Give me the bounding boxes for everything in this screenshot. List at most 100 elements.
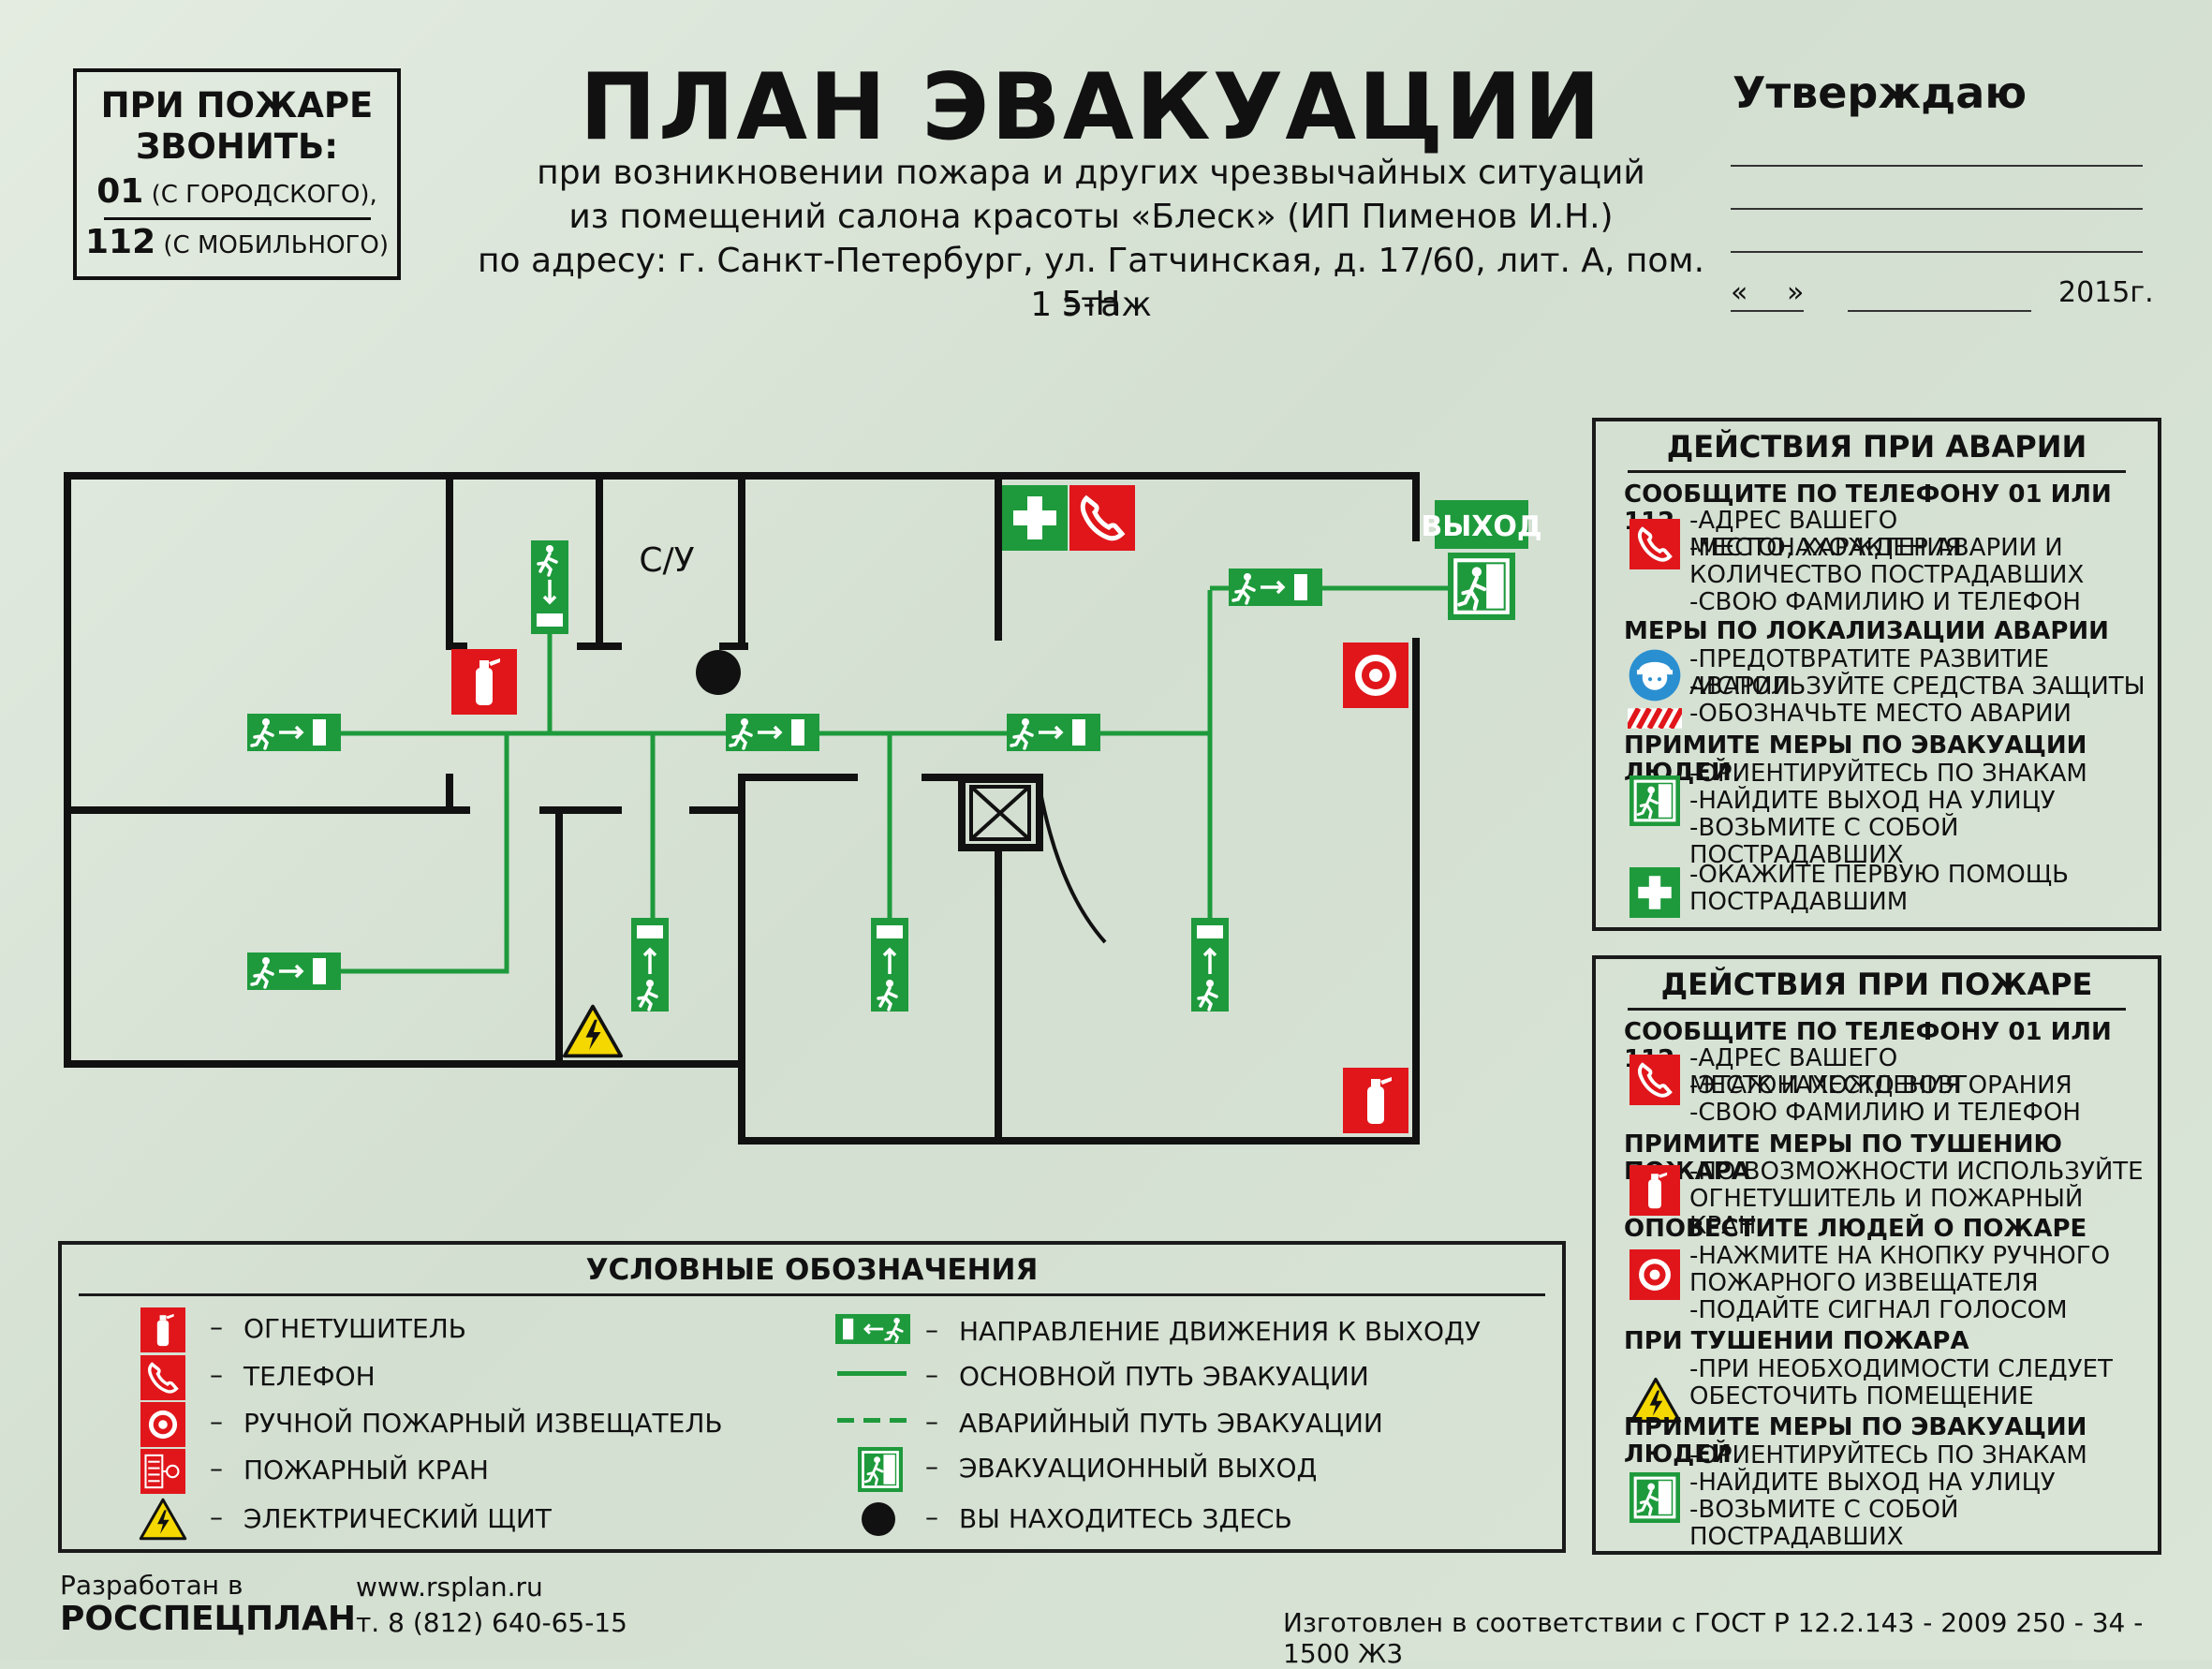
city-number-line: 01 (С ГОРОДСКОГО),	[77, 173, 397, 214]
fire-s5-line3: -ВОЗЬМИТЕ С СОБОЙ ПОСТРАДАВШИХ	[1689, 1496, 1959, 1551]
exit-label: ВЫХОД	[1421, 510, 1541, 543]
fire-s5-line2: -НАЙДИТЕ ВЫХОД НА УЛИЦУ	[1689, 1469, 2056, 1497]
floor-plan: ВЫХОД С/У	[64, 472, 1542, 1145]
phone-icon	[140, 1355, 185, 1400]
fire-hydrant-icon	[140, 1449, 185, 1494]
fire-alarm-icon	[1343, 642, 1408, 708]
fire-s3-heading: ОПОВЕСТИТЕ ЛЮДЕЙ О ПОЖАРЕ	[1624, 1215, 2087, 1243]
accident-panel-title: ДЕЙСТВИЯ ПРИ АВАРИИ	[1628, 427, 2126, 473]
fire-call-box: ПРИ ПОЖАРЕ ЗВОНИТЬ: 01 (С ГОРОДСКОГО), 1…	[73, 68, 401, 280]
fire-s4-line1: -ПРИ НЕОБХОДИМОСТИ СЛЕДУЕТ	[1689, 1355, 2113, 1383]
legend-dash: –	[210, 1311, 223, 1342]
phone-icon	[1069, 485, 1135, 551]
walls	[64, 472, 1420, 1145]
date-day-line	[1731, 310, 1804, 312]
legend-extinguisher: ОГНЕТУШИТЕЛЬ	[243, 1313, 466, 1344]
legend-electric: ЭЛЕКТРИЧЕСКИЙ ЩИТ	[243, 1503, 552, 1534]
direction-sign-up-3	[1189, 918, 1231, 1012]
door-swing	[1038, 786, 1107, 944]
legend-dash: –	[925, 1314, 938, 1345]
you-are-here-marker	[696, 650, 741, 695]
subtitle-line-1: при возникновении пожара и других чрезвы…	[537, 154, 1645, 192]
footer-phone: т. 8 (812) 640-65-15	[356, 1607, 627, 1638]
fire-s4-heading: ПРИ ТУШЕНИИ ПОЖАРА	[1624, 1327, 1969, 1355]
legend-dash: –	[210, 1501, 223, 1532]
accident-actions-panel: ДЕЙСТВИЯ ПРИ АВАРИИ СООБЩИТЕ ПО ТЕЛЕФОНУ…	[1592, 418, 2161, 931]
fire-s2-line1: -ПО ВОЗМОЖНОСТИ ИСПОЛЬЗУЙТЕ	[1689, 1158, 2144, 1186]
legend-you-are-here: ВЫ НАХОДИТЕСЬ ЗДЕСЬ	[959, 1503, 1292, 1534]
accident-s1-line3: КОЛИЧЕСТВО ПОСТРАДАВШИХ	[1689, 561, 2085, 589]
city-number: 01	[96, 172, 144, 211]
subtitle-floor: 1 этаж	[1030, 286, 1152, 324]
fire-s1-line2: -ЭТАЖ И МЕСТО ВОЗГОРАНИЯ	[1689, 1071, 2072, 1100]
direction-sign-up-1	[629, 918, 671, 1012]
accident-s2-line1: -ПРЕДОТВРАТИТЕ РАЗВИТИЕ АВАРИИ	[1689, 645, 2050, 701]
fire-s1-line1: -АДРЕС ВАШЕГО МЕСТОНАХОЖДЕНИЯ	[1689, 1044, 1962, 1100]
hazard-hatch-icon	[1628, 708, 1682, 729]
subtitle-line-2: из помещений салона красоты «Блеск» (ИП …	[568, 198, 1614, 236]
accident-s3-heading: ПРИМИТЕ МЕРЫ ПО ЭВАКУАЦИИ ЛЮДЕЙ	[1624, 731, 2087, 787]
accident-s4-line2: ПОСТРАДАВШИМ	[1689, 888, 1909, 916]
mobile-note: (С МОБИЛЬНОГО)	[163, 231, 390, 259]
legend-dash: –	[925, 1501, 938, 1532]
footer-website: www.rsplan.ru	[356, 1572, 543, 1603]
accident-s4-line1: -ОКАЖИТЕ ПЕРВУЮ ПОМОЩЬ	[1689, 861, 2069, 889]
city-note: (С ГОРОДСКОГО),	[151, 181, 377, 209]
legend-title: УСЛОВНЫЕ ОБОЗНАЧЕНИЯ	[79, 1250, 1545, 1296]
approve-line-3	[1731, 251, 2143, 253]
fire-s5-heading: ПРИМИТЕ МЕРЫ ПО ЭВАКУАЦИИ ЛЮДЕЙ	[1624, 1413, 2087, 1469]
mobile-number-line: 112 (С МОБИЛЬНОГО)	[77, 224, 397, 264]
extinguisher-icon	[1343, 1068, 1408, 1133]
legend-dash: –	[925, 1451, 938, 1482]
mobile-number: 112	[84, 223, 156, 261]
direction-sign-left-1	[247, 712, 341, 753]
direction-sign-right	[1007, 712, 1100, 753]
electrical-panel-icon	[562, 1004, 624, 1058]
legend-direction: НАПРАВЛЕНИЕ ДВИЖЕНИЯ К ВЫХОДУ	[959, 1316, 1481, 1347]
accident-s1-line4: -СВОЮ ФАМИЛИЮ И ТЕЛЕФОН	[1689, 588, 2081, 616]
extinguisher-icon	[451, 649, 517, 715]
fire-s4-line2: ОБЕСТОЧИТЬ ПОМЕЩЕНИЕ	[1689, 1382, 2034, 1411]
room-label-wc: С/У	[639, 541, 694, 580]
direction-sign-up-2	[869, 918, 910, 1012]
exit-icon	[1630, 1472, 1680, 1523]
direction-sign-down	[529, 540, 570, 634]
you-are-here-icon	[862, 1502, 895, 1536]
fire-panel-title: ДЕЙСТВИЯ ПРИ ПОЖАРЕ	[1628, 965, 2126, 1011]
accident-s2-heading: МЕРЫ ПО ЛОКАЛИЗАЦИИ АВАРИИ	[1624, 617, 2109, 645]
legend-phone: ТЕЛЕФОН	[243, 1361, 376, 1392]
legend-dash: –	[925, 1406, 938, 1437]
fire-s3-line3: -ПОДАЙТЕ СИГНАЛ ГОЛОСОМ	[1689, 1296, 2068, 1324]
legend-hydrant: ПОЖАРНЫЙ КРАН	[243, 1455, 489, 1485]
legend-main-path: ОСНОВНОЙ ПУТЬ ЭВАКУАЦИИ	[959, 1361, 1369, 1392]
legend-panel: УСЛОВНЫЕ ОБОЗНАЧЕНИЯ – ОГНЕТУШИТЕЛЬ – ТЕ…	[58, 1241, 1566, 1553]
approve-label: Утверждаю	[1733, 67, 2028, 118]
fire-s2-line2: ОГНЕТУШИТЕЛЬ И ПОЖАРНЫЙ КРАН	[1689, 1185, 2084, 1240]
electrical-panel-icon	[139, 1498, 187, 1541]
first-aid-icon	[1002, 485, 1068, 551]
page-title: ПЛАН ЭВАКУАЦИИ	[579, 54, 1603, 161]
extinguisher-icon	[140, 1307, 185, 1352]
extinguisher-icon	[1630, 1165, 1680, 1216]
elevator	[969, 785, 1031, 841]
date-year: 2015г.	[2058, 276, 2154, 309]
protective-helmet-icon	[1629, 649, 1681, 702]
fire-s5-line1: -ОРИЕНТИРУЙТЕСЬ ПО ЗНАКАМ	[1689, 1441, 2087, 1470]
fire-s3-line1: -НАЖМИТЕ НА КНОПКУ РУЧНОГО	[1689, 1242, 2111, 1270]
exit-label-box	[1435, 500, 1528, 549]
phone-icon	[1630, 519, 1680, 569]
direction-sign-center	[726, 712, 819, 753]
first-aid-icon	[1630, 867, 1680, 918]
accident-s3-line3: -ВОЗЬМИТЕ С СОБОЙ ПОСТРАДАВШИХ	[1689, 814, 1959, 869]
fire-alarm-icon	[140, 1402, 185, 1447]
fire-s3-line2: ПОЖАРНОГО ИЗВЕЩАТЕЛЯ	[1689, 1269, 2039, 1297]
exit-icon	[858, 1447, 903, 1492]
date-quote-open: «	[1731, 276, 1748, 309]
legend-exit: ЭВАКУАЦИОННЫЙ ВЫХОД	[959, 1453, 1318, 1484]
legend-dash: –	[210, 1453, 223, 1484]
fire-alarm-icon	[1630, 1249, 1680, 1300]
accident-s1-line2: -МЕСТО, ХАРАКТЕР АВАРИИ И	[1689, 534, 2063, 562]
fire-s1-line3: -СВОЮ ФАМИЛИЮ И ТЕЛЕФОН	[1689, 1099, 2081, 1127]
footer-developed-by: Разработан в	[60, 1570, 243, 1601]
approve-line-2	[1731, 208, 2143, 210]
